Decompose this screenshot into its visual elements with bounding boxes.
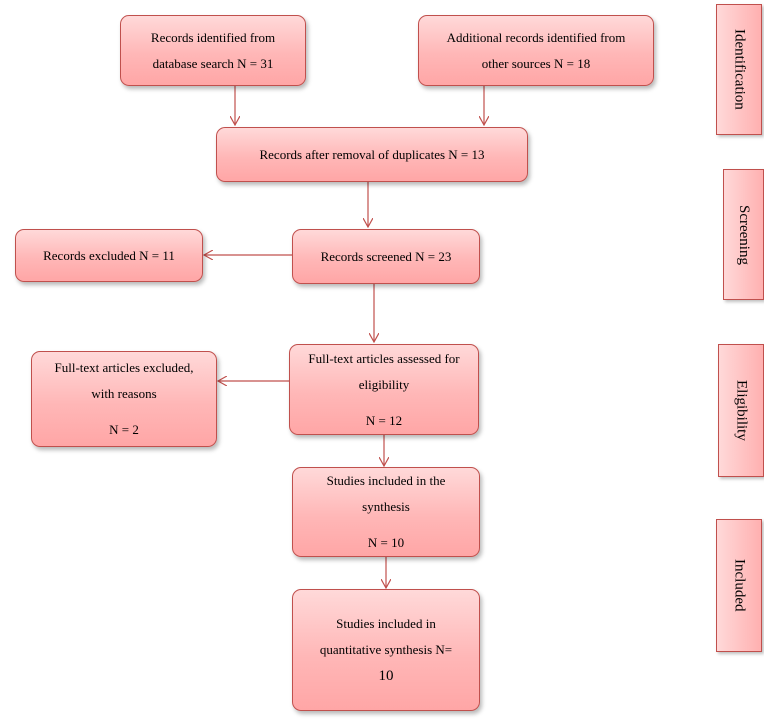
box-text: database search N = 31 [152,55,274,71]
box-records-excluded: Records excluded N = 11 [15,229,203,282]
box-text: Records identified from [150,29,276,45]
box-text: with reasons [91,386,157,401]
box-quantitative-synthesis: Studies included in quantitative synthes… [292,589,480,711]
stage-eligibility: Eligibility [718,344,764,477]
box-after-duplicates: Records after removal of duplicates N = … [216,127,528,182]
box-text: Studies included in the [326,473,446,488]
stage-label: Eligibility [733,380,750,441]
stage-label: Screening [736,204,752,265]
box-text: synthesis [362,499,410,514]
stage-included: Included [716,519,762,652]
stage-label: Identification [731,29,748,110]
box-text: N = 10 [367,535,405,550]
box-text: Additional records identified from [446,29,626,45]
box-text: eligibility [358,376,410,392]
stage-screening: Screening [723,169,764,300]
box-text: other sources N = 18 [481,55,591,71]
box-text: Full-text articles excluded, [54,360,194,375]
box-text: N = 12 [365,412,403,428]
box-text: Records after removal of duplicates N = … [259,146,485,162]
box-fulltext-assessed: Full-text articles assessed for eligibil… [289,344,479,435]
stage-label: Included [731,559,748,612]
box-other-sources: Additional records identified from other… [418,15,654,86]
box-text: quantitative synthesis N= [319,642,453,657]
box-text: Studies included in [336,616,436,631]
box-studies-synthesis: Studies included in the synthesis N = 10 [292,467,480,557]
stage-identification: Identification [716,4,762,135]
box-text: Records excluded N = 11 [43,247,175,263]
box-fulltext-excluded: Full-text articles excluded, with reason… [31,351,217,447]
box-text: 10 [378,668,394,684]
box-database-search: Records identified from database search … [120,15,306,86]
box-text: Full-text articles assessed for [308,350,460,366]
box-text: N = 2 [109,422,139,437]
box-text: Records screened N = 23 [320,248,452,264]
box-records-screened: Records screened N = 23 [292,229,480,284]
